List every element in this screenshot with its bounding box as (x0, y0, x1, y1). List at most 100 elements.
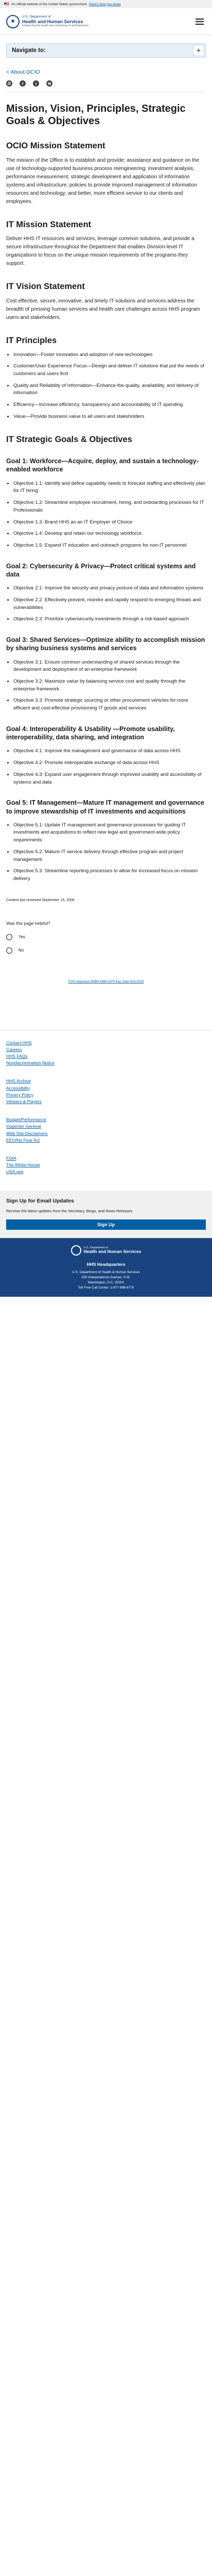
list-item: Objective 4.2: Promote interoperable exc… (13, 759, 206, 767)
goal-2-heading: Goal 2: Cybersecurity & Privacy—Protect … (6, 562, 196, 578)
footer-link[interactable]: Web Site Disclaimers (6, 1130, 48, 1136)
footer-link[interactable]: Accessibility (6, 1085, 30, 1091)
feedback-no-option[interactable]: No (6, 947, 206, 954)
footer-link[interactable]: Contact HHS (6, 1040, 32, 1045)
logo-line2: Health and Human Services (22, 19, 83, 24)
list-item: Objective 1.5: Expand IT education and o… (13, 542, 206, 550)
list-item: Objective 5.2: Mature IT service deliver… (13, 849, 206, 863)
list-item: Objective 5.3: Streamline reporting proc… (13, 868, 206, 883)
main-content: Mission, Vision, Principles, Strategic G… (0, 103, 212, 902)
address-line: 200 Independence Avenue, S.W. (81, 1275, 131, 1279)
masthead: ★ U.S. Department of Health and Human Se… (0, 8, 212, 35)
goal-5-heading: Goal 5: IT Management—Mature IT manageme… (6, 799, 204, 815)
goal-1-heading: Goal 1: Workforce—Acquire, deploy, and s… (6, 457, 199, 473)
it-mission-body: Deliver HHS IT resources and services, l… (6, 236, 195, 267)
it-mission-heading: IT Mission Statement (6, 219, 92, 229)
signup-button[interactable]: Sign Up (6, 1219, 206, 1230)
footer-links-2: HHS Archive Accessibility Privacy Policy… (6, 1078, 206, 1105)
list-item: Quality and Reliability of Information—E… (13, 382, 206, 397)
footer-link[interactable]: EEO/No Fear Act (6, 1137, 40, 1143)
footer-link[interactable]: Careers (6, 1046, 22, 1052)
footer-link[interactable]: Privacy Policy (6, 1092, 33, 1097)
list-item: Objective 2.3: Prioritize cybersecurity … (13, 616, 206, 623)
footer-link[interactable]: The White House (6, 1162, 40, 1168)
feedback-no-label: No (19, 948, 24, 953)
footer-link[interactable]: USA.gov (6, 1169, 24, 1175)
footer-logo-line1: U.S. Department of (83, 1246, 108, 1249)
feedback-yes-option[interactable]: Yes (6, 934, 206, 940)
footer-bottom: U.S. Department of Health and Human Serv… (0, 1238, 212, 1297)
hhs-seal-icon: ★ (6, 14, 20, 28)
menu-button[interactable] (193, 16, 206, 27)
footer-link[interactable]: Viewers & Players (6, 1098, 42, 1104)
hq-address: U.S. Department of Health & Human Servic… (6, 1270, 206, 1291)
list-item: Objective 3.3: Promote strategic sourcin… (13, 697, 206, 712)
footer-link[interactable]: HHS Archive (6, 1078, 31, 1084)
list-item: Efficiency—Increase efficiency, transpar… (13, 401, 206, 409)
logo-line1: U.S. Department of (22, 15, 51, 19)
about-ocio-link[interactable]: < About OCIO (6, 69, 40, 75)
goal-4-objectives: Objective 4.1: Improve the management an… (6, 748, 206, 786)
list-item: Objective 5.1: Update IT management and … (13, 822, 206, 844)
address-line: U.S. Department of Health & Human Servic… (72, 1270, 140, 1274)
radio-circle-icon[interactable] (6, 934, 12, 940)
radio-circle-icon[interactable] (6, 947, 12, 954)
signup-heading: Sign Up for Email Updates (6, 1198, 74, 1205)
goal-5-objectives: Objective 5.1: Update IT management and … (6, 822, 206, 883)
footer-links-3: Budget/Performance Inspector General Web… (6, 1116, 206, 1144)
list-item: Objective 1.3: Brand HHS as an IT Employ… (13, 519, 206, 527)
last-reviewed: Content last reviewed September 15, 2006 (6, 898, 75, 902)
mission-heading: OCIO Mission Statement (6, 141, 105, 150)
gov-banner: An official website of the United States… (0, 0, 212, 8)
email-signup: Sign Up for Email Updates Receive the la… (0, 1191, 212, 1238)
principles-heading: IT Principles (6, 335, 57, 345)
twitter-icon[interactable]: t (33, 80, 39, 87)
strategic-goals-heading: IT Strategic Goals & Objectives (6, 434, 132, 444)
footer-logo-line2: Health and Human Services (83, 1248, 142, 1254)
footer-logo[interactable]: U.S. Department of Health and Human Serv… (6, 1245, 206, 1256)
footer-link[interactable]: FOIA (6, 1155, 16, 1161)
us-flag-icon (4, 3, 9, 6)
print-icon[interactable]: ⎙ (6, 80, 12, 87)
list-item: Objective 3.2: Maximize value by balanci… (13, 678, 206, 693)
goal-3-objectives: Objective 3.1: Ensure common understandi… (6, 659, 206, 713)
list-item: Objective 1.1: Identify and define capab… (13, 480, 206, 495)
feedback-question: Was this page helpful? (6, 920, 50, 926)
footer-link[interactable]: Inspector General (6, 1124, 41, 1129)
plus-icon[interactable]: + (193, 45, 204, 56)
footer-link[interactable]: HHS FAQs (6, 1054, 28, 1059)
list-item: Innovation—Foster innovation and adoptio… (13, 351, 206, 359)
goal-3-heading: Goal 3: Shared Services—Optimize ability… (6, 636, 205, 652)
footer-link[interactable]: Nondiscrimination Notice (6, 1060, 55, 1066)
omb-link[interactable]: Form Approved OMB#:0990-0379 Exp. Date 8… (68, 980, 144, 984)
facebook-icon[interactable]: f (20, 80, 26, 87)
footer-links-4: FOIA The White House USA.gov (6, 1155, 206, 1176)
feedback-yes-label: Yes (19, 935, 26, 940)
goal-4-heading: Goal 4: Interoperability & Usability —Pr… (6, 725, 175, 741)
footer: Contact HHS Careers HHS FAQs Nondiscrimi… (0, 1029, 212, 1297)
goal-1-objectives: Objective 1.1: Identify and define capab… (6, 480, 206, 550)
footer-link[interactable]: Budget/Performance (6, 1117, 46, 1123)
mission-body: The mission of the Office is to establis… (6, 157, 200, 205)
share-toolbar: ⎙ f t ✉ (6, 80, 206, 92)
logo-tagline: Enhancing the health and well-being of a… (22, 24, 89, 28)
list-item: Objective 1.2: Streamline employee recru… (13, 499, 206, 514)
list-item: Objective 3.1: Ensure common understandi… (13, 659, 206, 674)
hq-heading: HHS Headquarters (86, 1261, 126, 1267)
hhs-logo[interactable]: ★ U.S. Department of Health and Human Se… (6, 14, 89, 28)
email-icon[interactable]: ✉ (46, 80, 52, 87)
list-item: Objective 2.2: Effectively prevent, moni… (13, 597, 206, 612)
list-item: Value—Provide business value to all user… (13, 413, 206, 421)
gov-banner-toggle[interactable]: Here's how you know (89, 2, 121, 6)
principles-list: Innovation—Foster innovation and adoptio… (6, 351, 206, 421)
it-vision-heading: IT Vision Statement (6, 282, 85, 292)
list-item: Objective 4.1: Improve the management an… (13, 748, 206, 755)
page-title: Mission, Vision, Principles, Strategic G… (6, 103, 186, 127)
navigate-to-label: Navigate to: (12, 47, 46, 54)
list-item: Objective 2.1: Improve the security and … (13, 585, 206, 592)
hamburger-icon (196, 18, 204, 20)
goal-2-objectives: Objective 2.1: Improve the security and … (6, 585, 206, 623)
signup-text: Receive the latest updates from the Secr… (6, 1209, 134, 1214)
navigate-to-dropdown[interactable]: Navigate to: + (6, 43, 206, 58)
list-item: Customer/User Experience Focus—Design an… (13, 363, 206, 378)
